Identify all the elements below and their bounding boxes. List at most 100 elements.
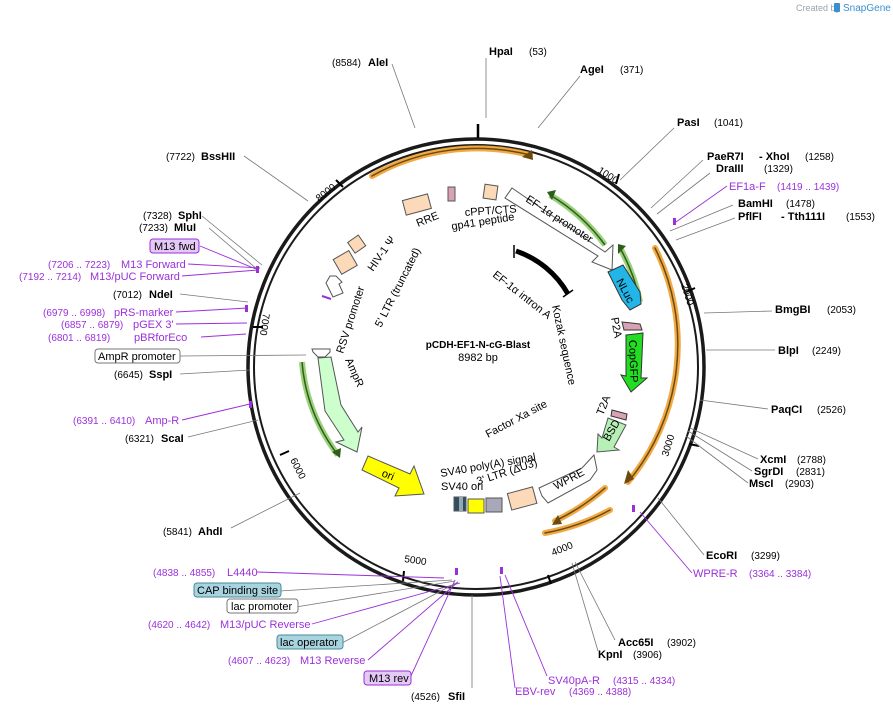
svg-text:PaeR7I: PaeR7I <box>707 151 744 163</box>
feature-shapes <box>311 183 649 514</box>
svg-text:SV40pA-R: SV40pA-R <box>548 675 600 687</box>
label-rsv-promoter: RSV promoter <box>334 285 367 355</box>
primer-prs-marker[interactable]: (6979 .. 6998) pRS-marker <box>43 307 174 319</box>
primer-m13-rev[interactable]: M13 rev <box>363 670 412 686</box>
primer-l4440[interactable]: (4838 .. 4855) L4440 <box>153 567 258 579</box>
svg-text:(2788): (2788) <box>797 455 826 466</box>
svg-text:AgeI: AgeI <box>580 64 604 76</box>
site-pflfi[interactable]: PflFI - Tth111I (1553) <box>738 211 875 223</box>
site-xcmi[interactable]: XcmI (2788) <box>760 454 826 466</box>
svg-text:(53): (53) <box>529 47 547 58</box>
primer-pbrforeco[interactable]: (6801 .. 6819) pBRforEco <box>48 332 187 344</box>
site-ahdi[interactable]: (5841) AhdI <box>163 526 222 538</box>
svg-text:(4315 .. 4334): (4315 .. 4334) <box>613 676 675 687</box>
svg-text:L4440: L4440 <box>227 567 258 579</box>
ltr3-box <box>506 486 538 511</box>
svg-text:(4526): (4526) <box>411 692 440 703</box>
primer-leaders <box>175 185 728 689</box>
site-mlui[interactable]: (7233) MluI <box>139 222 196 234</box>
site-blpi[interactable]: BlpI (2249) <box>778 345 841 357</box>
site-sspi[interactable]: (6645) SspI <box>114 369 172 381</box>
primer-amp-r[interactable]: (6391 .. 6410) Amp-R <box>73 415 179 427</box>
svg-text:AleI: AleI <box>368 57 388 69</box>
ori-arrow <box>361 455 425 497</box>
primer-ef1a-f[interactable]: EF1a-F (1419 .. 1439) <box>729 181 839 193</box>
primer-pgex3[interactable]: (6857 .. 6879) pGEX 3' <box>61 319 174 331</box>
box-cap-binding-site[interactable]: CAP binding site <box>193 582 282 598</box>
svg-text:(6321): (6321) <box>125 434 154 445</box>
svg-text:pBRforEco: pBRforEco <box>134 332 187 344</box>
svg-text:(3364 .. 3384): (3364 .. 3384) <box>749 569 811 580</box>
svg-text:(4369 .. 4388): (4369 .. 4388) <box>569 687 631 698</box>
site-ndei[interactable]: (7012) NdeI <box>113 289 173 301</box>
site-bmgbi[interactable]: BmgBI (2053) <box>775 304 856 316</box>
site-bsshii[interactable]: (7722) BssHII <box>166 151 235 163</box>
p2a-box <box>621 321 643 331</box>
svg-text:M13 Forward: M13 Forward <box>121 259 186 271</box>
svg-text:EBV-rev: EBV-rev <box>515 686 556 698</box>
box-lac-operator[interactable]: lac operator <box>276 634 344 650</box>
svg-text:(3902): (3902) <box>667 638 696 649</box>
backbone-inner-ring <box>253 144 699 590</box>
label-ampr: AmpR <box>342 356 365 389</box>
site-draiii[interactable]: DraIII (1329) <box>716 163 793 175</box>
svg-text:pGEX 3': pGEX 3' <box>133 319 174 331</box>
snapgene-logo-icon <box>834 3 840 12</box>
svg-text:NdeI: NdeI <box>149 289 173 301</box>
svg-text:Acc65I: Acc65I <box>618 637 653 649</box>
svg-text:(3906): (3906) <box>633 650 662 661</box>
site-kpni[interactable]: KpnI (3906) <box>598 649 662 661</box>
tick-label: 5000 <box>404 554 428 568</box>
site-ecori[interactable]: EcoRI (3299) <box>706 550 780 562</box>
site-hpai[interactable]: HpaI (53) <box>489 46 547 58</box>
rre-box <box>401 193 432 216</box>
primer-ebv-rev[interactable]: EBV-rev (4369 .. 4388) <box>515 686 631 698</box>
svg-text:(7012): (7012) <box>113 290 142 301</box>
primer-m13-reverse[interactable]: (4607 .. 4623) M13 Reverse <box>228 655 365 667</box>
tick-label: 7000 <box>257 313 271 337</box>
svg-text:BmgBI: BmgBI <box>775 304 810 316</box>
site-bamhi[interactable]: BamHI (1478) <box>738 198 815 210</box>
svg-text:(7192 .. 7214): (7192 .. 7214) <box>19 272 81 283</box>
svg-text:(1553): (1553) <box>846 212 875 223</box>
site-paqci[interactable]: PaqCI (2526) <box>771 404 846 416</box>
site-msci[interactable]: MscI (2903) <box>749 478 814 490</box>
svg-text:(4838 .. 4855): (4838 .. 4855) <box>153 568 215 579</box>
svg-text:M13 Reverse: M13 Reverse <box>300 655 365 667</box>
site-scai[interactable]: (6321) ScaI <box>125 433 184 445</box>
site-sfii[interactable]: (4526) SfiI <box>411 691 465 703</box>
site-pasi[interactable]: PasI (1041) <box>677 117 743 129</box>
primer-m13-puc-forward[interactable]: (7192 .. 7214) M13/pUC Forward <box>19 271 180 283</box>
primer-m13-puc-reverse[interactable]: (4620 .. 4642) M13/pUC Reverse <box>148 619 310 631</box>
wpre-arrow <box>538 453 598 504</box>
sv40-ori-box <box>467 498 485 514</box>
site-paer7i[interactable]: PaeR7I - XhoI (1258) <box>707 151 834 163</box>
label-factor-xa: Factor Xa site <box>484 398 550 440</box>
svg-text:(5841): (5841) <box>163 527 192 538</box>
site-sphi[interactable]: (7328) SphI <box>143 210 202 222</box>
label-rre: RRE <box>415 210 441 230</box>
svg-text:PaqCI: PaqCI <box>771 404 802 416</box>
svg-text:pRS-marker: pRS-marker <box>114 307 174 319</box>
primer-m13-fwd[interactable]: M13 fwd <box>149 238 200 254</box>
box-ampr-promoter[interactable]: AmpR promoter <box>94 348 181 364</box>
site-alei[interactable]: (8584) AleI <box>332 57 388 69</box>
orange-arcs <box>369 145 681 536</box>
svg-text:lac operator: lac operator <box>280 637 338 649</box>
svg-text:HpaI: HpaI <box>489 46 513 58</box>
site-sgrdi[interactable]: SgrDI (2831) <box>754 466 825 478</box>
site-acc65i[interactable]: Acc65I (3902) <box>618 637 696 649</box>
site-agei[interactable]: AgeI (371) <box>580 64 643 76</box>
svg-text:MluI: MluI <box>174 222 196 234</box>
primer-wpre-r[interactable]: WPRE-R (3364 .. 3384) <box>693 568 811 580</box>
gp41-box <box>447 186 456 202</box>
primer-sv40pa-r[interactable]: SV40pA-R (4315 .. 4334) <box>548 675 675 687</box>
svg-text:Amp-R: Amp-R <box>145 415 179 427</box>
svg-text:(6979 .. 6998): (6979 .. 6998) <box>43 308 105 319</box>
boxed-feature-leaders <box>179 354 459 644</box>
primer-m13-forward[interactable]: (7206 .. 7223) M13 Forward <box>48 259 186 271</box>
box-lac-promoter[interactable]: lac promoter <box>226 598 299 614</box>
label-t2a: T2A <box>595 393 614 417</box>
sv40-polya-box <box>485 497 503 513</box>
